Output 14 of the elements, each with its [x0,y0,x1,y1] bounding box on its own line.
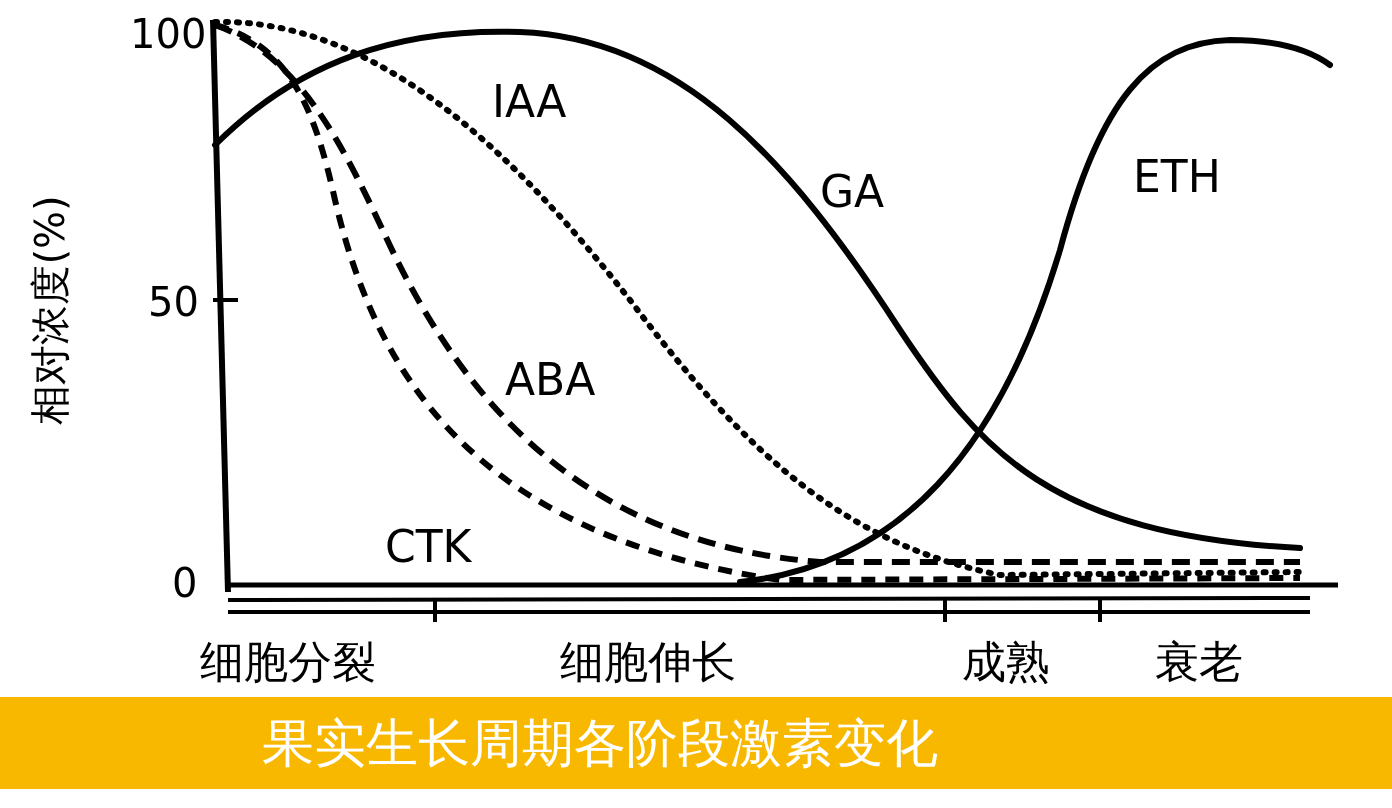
stage-label: 细胞分裂 [200,640,376,684]
axis-tick-label: 100 [130,14,207,54]
curve-label: ETH [1133,155,1221,199]
caption-banner: 果实生长周期各阶段激素变化 [0,697,1392,789]
axis-tick-label: 0 [172,563,198,603]
curve-label: ABA [505,358,596,402]
curve-label: GA [820,170,885,214]
stage-label: 细胞伸长 [560,640,736,684]
stage-label: 衰老 [1155,640,1243,684]
curve-label: CTK [385,525,472,569]
axis-title: 相对浓度(%) [30,194,70,427]
axis-tick-label: 50 [148,282,199,322]
curve-label: IAA [492,80,567,124]
stage-label: 成熟 [962,640,1050,684]
